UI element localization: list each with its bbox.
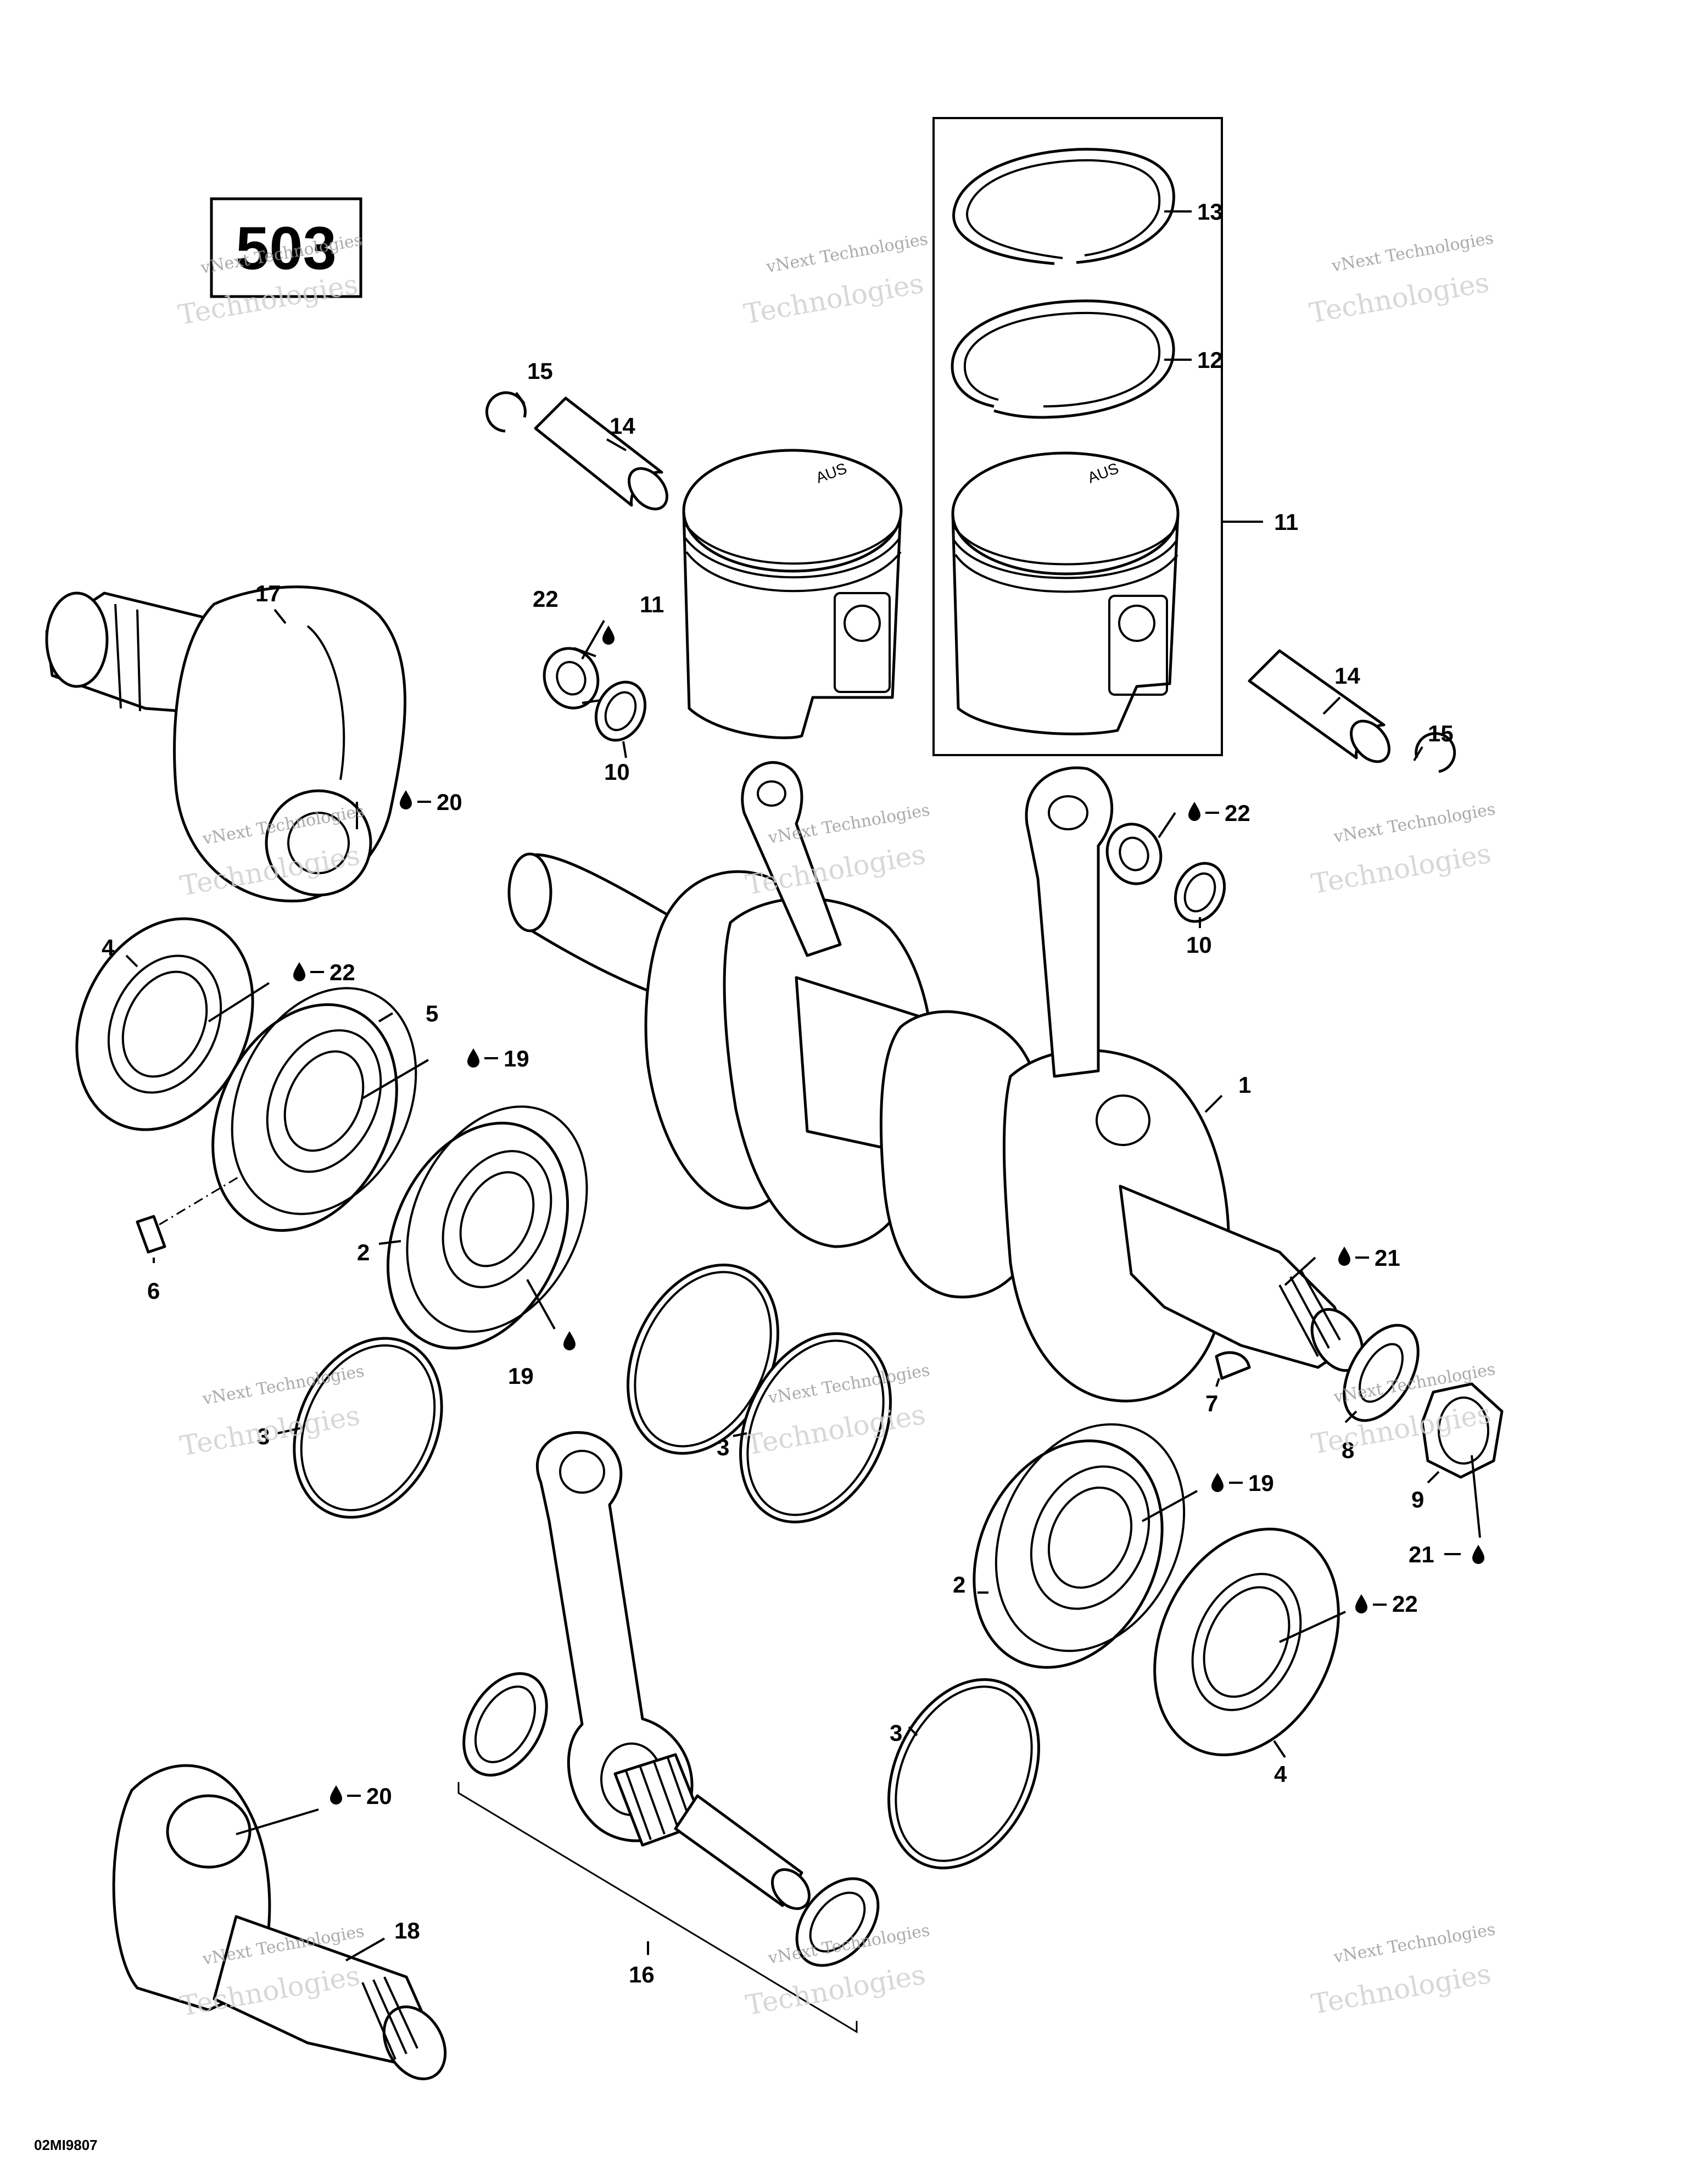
woodruff-key-7 [1215, 1351, 1251, 1380]
callout-label: 20 [366, 1783, 392, 1809]
callout-label: 4 [1274, 1761, 1287, 1787]
callout-label: 21 [1375, 1245, 1400, 1271]
oil-drop-icon [330, 1785, 342, 1805]
piston-ring-13 [952, 148, 1175, 265]
oil-drop-icon [293, 962, 305, 981]
callout-label: 5 [426, 1001, 438, 1026]
callout-label: 10 [604, 759, 630, 785]
callout-label: 10 [1186, 932, 1212, 958]
engine-code: 503 [236, 215, 337, 282]
callout-label: 14 [610, 413, 635, 439]
callout-label: 19 [504, 1046, 529, 1071]
callout-label: 11 [1274, 509, 1298, 535]
oil-drop-icon [1338, 1247, 1350, 1266]
callout-labels: 13 12 15 14 11 11 22 10 17 14 15 20 22 1… [102, 199, 1454, 1987]
crankshaft-bearing-2-left [386, 1105, 588, 1350]
callout-label: 9 [1411, 1487, 1424, 1512]
svg-text:Technologies: Technologies [1309, 837, 1493, 901]
piston-ring-12 [951, 299, 1175, 419]
callout-label: 2 [953, 1572, 965, 1597]
svg-text:Technologies: Technologies [1309, 1958, 1493, 2021]
lock-washer-8 [1343, 1323, 1420, 1422]
callout-label: 3 [890, 1720, 902, 1746]
callout-label: 16 [629, 1962, 655, 1987]
callout-label: 6 [147, 1278, 160, 1304]
callout-label: 3 [257, 1423, 270, 1449]
callout-label: 17 [255, 580, 281, 606]
drop-dashes [310, 801, 1461, 1797]
piston-pin-left [534, 396, 668, 511]
svg-text:Technologies: Technologies [744, 1958, 928, 2021]
leader-lines [125, 210, 1481, 1962]
callout-label: 1 [1238, 1072, 1251, 1098]
callout-label: 12 [1197, 347, 1223, 373]
crankshaft-half-18 [112, 1764, 447, 2081]
callout-label: 22 [1392, 1591, 1418, 1617]
callout-label: 15 [1428, 720, 1454, 746]
callout-label: 18 [394, 1918, 420, 1943]
oil-drop-icon [563, 1331, 576, 1350]
callout-label: 20 [437, 789, 462, 815]
svg-text:Technologies: Technologies [1307, 266, 1492, 329]
callout-label: 22 [533, 586, 558, 612]
crankshaft-nut-9 [1421, 1382, 1504, 1479]
o-ring-3-d [887, 1678, 1040, 1869]
piston-in-kit: AUS [951, 451, 1180, 735]
oil-drop-icon [1188, 802, 1200, 821]
needle-bearing-left [543, 647, 602, 710]
thrust-washer-left [594, 680, 647, 742]
callout-label: 13 [1197, 199, 1223, 225]
callout-label: 8 [1342, 1437, 1354, 1463]
crankshaft-half-17 [45, 585, 406, 903]
piston-kit-box [932, 117, 1223, 756]
oil-drop-icon [467, 1048, 479, 1068]
oil-drop-icon [1472, 1545, 1484, 1564]
engine-code-box: 503 [210, 197, 362, 298]
svg-text:Technologies: Technologies [741, 267, 926, 331]
crankshaft-seal-4-right [1153, 1527, 1340, 1757]
callout-label: 19 [508, 1363, 534, 1389]
o-ring-3-c [739, 1332, 892, 1523]
oil-drop-icon [400, 790, 412, 809]
dowel-pin-6 [136, 1174, 242, 1254]
oil-drop-icon [602, 625, 615, 645]
crankshaft-assembly [507, 761, 1364, 1403]
callout-label: 7 [1205, 1390, 1218, 1416]
callout-label: 22 [329, 959, 355, 985]
callout-label: 15 [527, 358, 553, 384]
callout-label: 19 [1248, 1470, 1274, 1496]
oil-drop-icon [1211, 1473, 1224, 1492]
callout-label: 14 [1334, 663, 1360, 689]
callout-label: 3 [717, 1434, 729, 1460]
callout-label: 4 [102, 935, 115, 960]
callout-label: 11 [640, 591, 664, 617]
callout-label: 2 [357, 1239, 370, 1265]
piston-pin-right [1248, 649, 1390, 763]
connecting-rod-kit-16 [457, 1431, 880, 2034]
callout-label: 22 [1225, 800, 1250, 826]
needle-bearing-right [1105, 823, 1163, 885]
oil-drop-icon [1355, 1594, 1367, 1613]
figure-code: 02MI9807 [34, 2137, 98, 2153]
crankshaft-bearing-2-right [973, 1423, 1186, 1669]
callout-label: 21 [1409, 1541, 1434, 1567]
o-ring-3-a [293, 1337, 443, 1519]
piston-left: AUS [682, 449, 903, 739]
thrust-washer-right [1174, 862, 1226, 923]
crankshaft-bearing-5 [211, 987, 417, 1232]
circlip-right [1415, 732, 1456, 773]
